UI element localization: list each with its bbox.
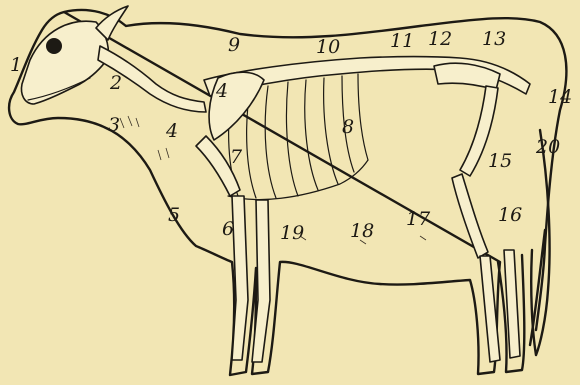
label-15: 15: [488, 152, 512, 171]
label-7: 7: [230, 148, 242, 167]
label-2: 2: [110, 74, 122, 93]
label-19: 19: [280, 224, 304, 243]
label-10: 10: [316, 38, 340, 57]
label-6: 6: [222, 220, 234, 239]
label-18: 18: [350, 222, 374, 241]
label-17: 17: [406, 210, 430, 229]
label-5: 5: [168, 206, 180, 225]
eye-socket: [46, 38, 62, 54]
skull-bone: [22, 21, 109, 104]
label-11: 11: [390, 32, 414, 51]
foreleg-bones: [232, 196, 248, 360]
label-1: 1: [10, 56, 22, 75]
label-20: 20: [536, 138, 560, 157]
label-12: 12: [428, 30, 452, 49]
label-8: 8: [342, 118, 354, 137]
label-9: 9: [228, 36, 240, 55]
label-4a: 4: [166, 122, 178, 141]
label-13: 13: [482, 30, 506, 49]
label-16: 16: [498, 206, 522, 225]
label-3: 3: [108, 116, 120, 135]
label-4b: 4: [216, 82, 228, 101]
label-14: 14: [548, 88, 572, 107]
